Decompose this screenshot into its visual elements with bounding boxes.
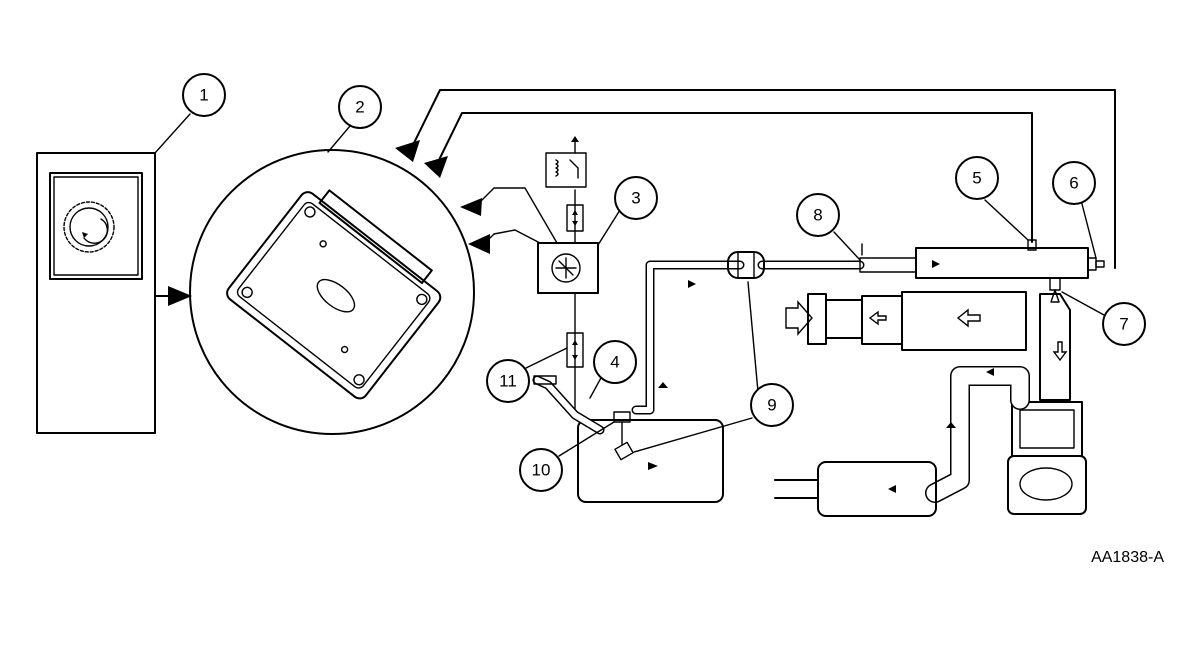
exhaust-system — [774, 366, 1030, 517]
signal-arrow-1-to-2 — [154, 286, 192, 306]
svg-text:9: 9 — [767, 396, 776, 415]
callout-3: 3 — [597, 176, 658, 246]
svg-text:8: 8 — [813, 206, 822, 225]
figure-id: AA1838-A — [1091, 549, 1164, 566]
svg-text:6: 6 — [1069, 174, 1078, 193]
callout-6: 6 — [1052, 161, 1097, 259]
svg-text:3: 3 — [631, 189, 640, 208]
callout-7: 7 — [1061, 291, 1146, 346]
feedback-signal-lines — [395, 89, 1116, 269]
callout-10: 10 — [519, 421, 615, 492]
callout-8: 8 — [796, 193, 861, 261]
callout-5: 5 — [955, 156, 1029, 241]
svg-text:4: 4 — [610, 353, 619, 372]
fuel-supply-line — [631, 260, 865, 415]
powertrain-control-module — [189, 149, 475, 435]
air-intake — [785, 291, 1071, 401]
svg-text:11: 11 — [499, 372, 517, 391]
callout-2: 2 — [327, 85, 382, 153]
callout-11: 11 — [486, 347, 568, 403]
callout-9: 9 — [633, 281, 794, 453]
control-module-box — [36, 152, 156, 434]
svg-text:2: 2 — [355, 98, 364, 117]
svg-text:10: 10 — [532, 461, 551, 480]
svg-text:1: 1 — [199, 86, 208, 105]
fuel-filter — [727, 251, 765, 279]
fuel-rail — [859, 239, 1105, 303]
svg-text:5: 5 — [972, 169, 981, 188]
engine — [1007, 401, 1087, 515]
fuel-tank — [532, 375, 724, 503]
relay-to-pcm-lines — [460, 187, 558, 254]
fuel-pump-relay — [537, 136, 599, 416]
svg-text:7: 7 — [1119, 315, 1128, 334]
callout-1: 1 — [154, 73, 226, 154]
callout-4: 4 — [589, 340, 637, 399]
